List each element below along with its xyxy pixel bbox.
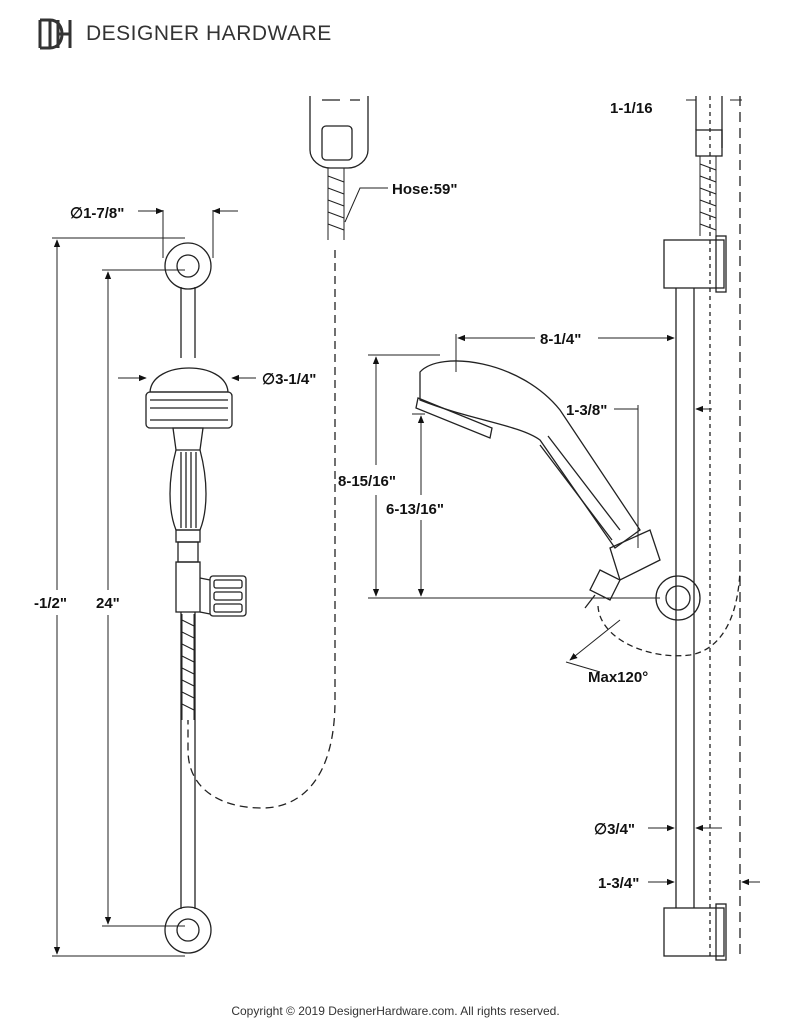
brand-logo-icon: [38, 18, 72, 50]
header: DESIGNER HARDWARE: [36, 14, 332, 54]
handle-height-label: 6-13/16": [386, 501, 444, 518]
bar-center-label: 24": [96, 595, 120, 612]
shower-technical-drawing: ∅1-7/8" ∅3-1/4" -1/2" 24" Hose:59" 1-1/1…: [34, 96, 760, 961]
bar-diameter-label: ∅3/4": [594, 821, 635, 838]
head-height-label: 8-15/16": [338, 473, 396, 490]
reach-label: 8-1/4": [540, 331, 581, 348]
side-view: [415, 96, 741, 961]
dimension-lines: [52, 99, 760, 957]
wall-outlet: [309, 96, 369, 240]
wall-offset-label: 1-3/4": [598, 875, 639, 892]
head-diameter-label: ∅3-1/4": [262, 371, 316, 388]
flange-diameter-label: ∅1-7/8": [70, 205, 124, 222]
overall-height-label: -1/2": [34, 595, 67, 612]
hose-loop-path: [187, 250, 336, 809]
top-partial-label: 1-1/16: [610, 100, 653, 117]
brand-name: DESIGNER HARDWARE: [86, 22, 332, 45]
copyright-footer: Copyright © 2019 DesignerHardware.com. A…: [231, 1004, 560, 1018]
swivel-angle-label: Max120°: [588, 669, 648, 686]
hose-length-label: Hose:59": [392, 181, 457, 198]
front-view: [145, 242, 247, 954]
bracket-offset-label: 1-3/8": [566, 402, 607, 419]
